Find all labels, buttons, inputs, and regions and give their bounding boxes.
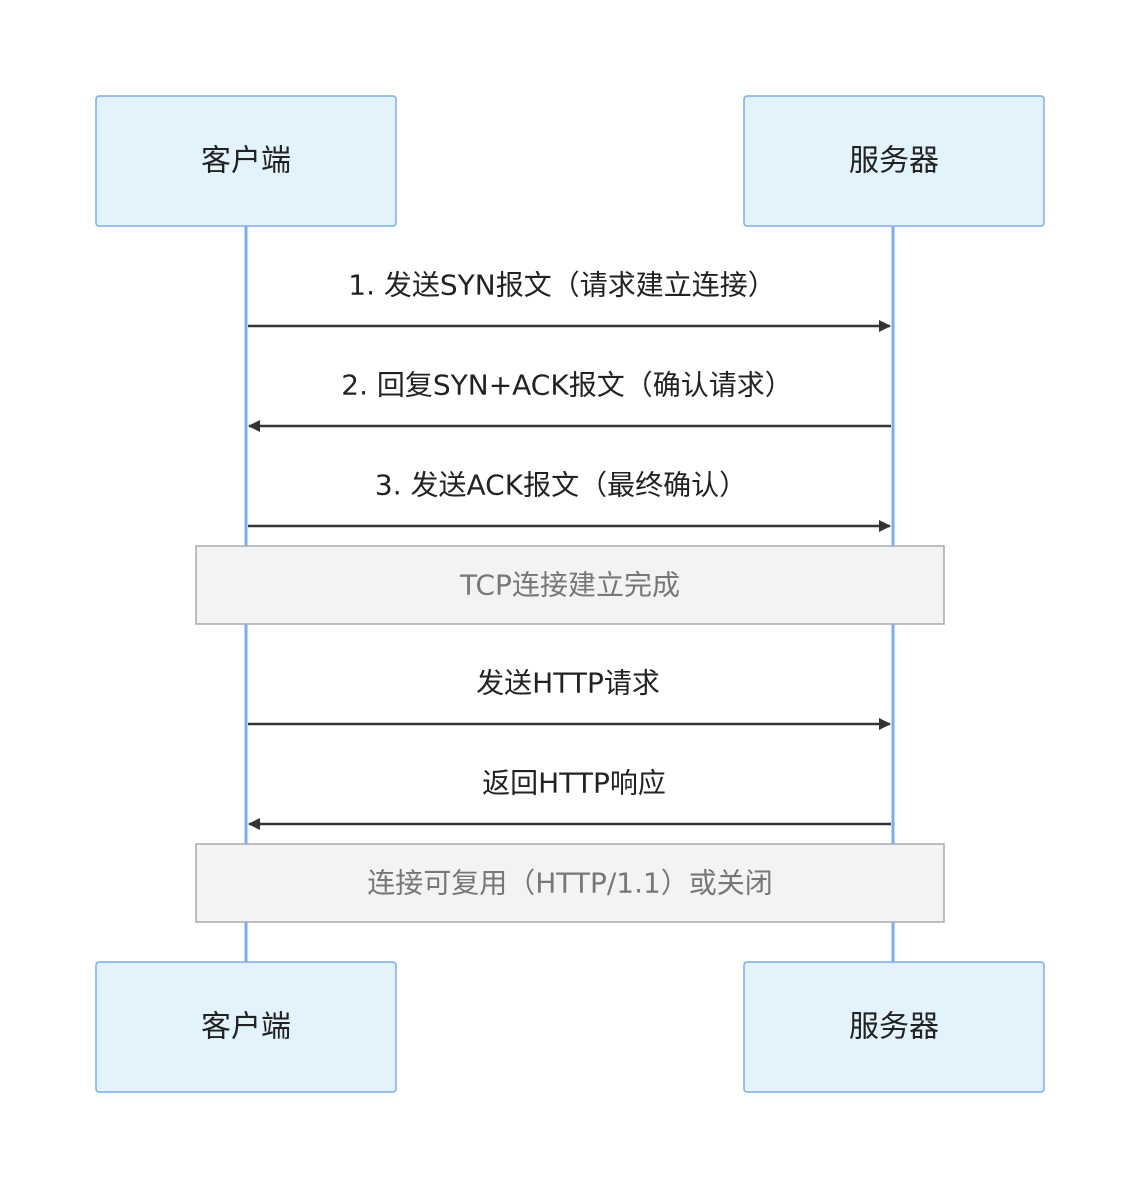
participant-server-top: 服务器 xyxy=(743,95,1045,227)
participant-server-label: 服务器 xyxy=(849,144,939,179)
message-label: 1. 发送SYN报文（请求建立连接） xyxy=(348,269,775,302)
participant-client-top: 客户端 xyxy=(95,95,397,227)
message-label: 2. 回复SYN+ACK报文（确认请求） xyxy=(341,369,792,402)
message-3: 3. 发送ACK报文（最终确认） xyxy=(248,469,891,532)
message-label: 3. 发送ACK报文（最终确认） xyxy=(375,469,747,502)
message-2: 2. 回复SYN+ACK报文（确认请求） xyxy=(248,369,891,432)
message-label: 发送HTTP请求 xyxy=(476,667,660,700)
note-tcp-established: TCP连接建立完成 xyxy=(195,545,945,625)
message-1: 1. 发送SYN报文（请求建立连接） xyxy=(248,269,891,332)
participant-client-label: 客户端 xyxy=(201,144,291,179)
participant-client-label: 客户端 xyxy=(201,1010,291,1045)
message-5: 返回HTTP响应 xyxy=(248,767,891,830)
message-4: 发送HTTP请求 xyxy=(248,667,891,730)
participant-client-bottom: 客户端 xyxy=(95,961,397,1093)
note-label: 连接可复用（HTTP/1.1）或关闭 xyxy=(367,867,773,900)
participant-server-label: 服务器 xyxy=(849,1010,939,1045)
message-label: 返回HTTP响应 xyxy=(482,767,666,800)
note-connection-reuse: 连接可复用（HTTP/1.1）或关闭 xyxy=(195,843,945,923)
note-label: TCP连接建立完成 xyxy=(459,569,680,602)
participant-server-bottom: 服务器 xyxy=(743,961,1045,1093)
